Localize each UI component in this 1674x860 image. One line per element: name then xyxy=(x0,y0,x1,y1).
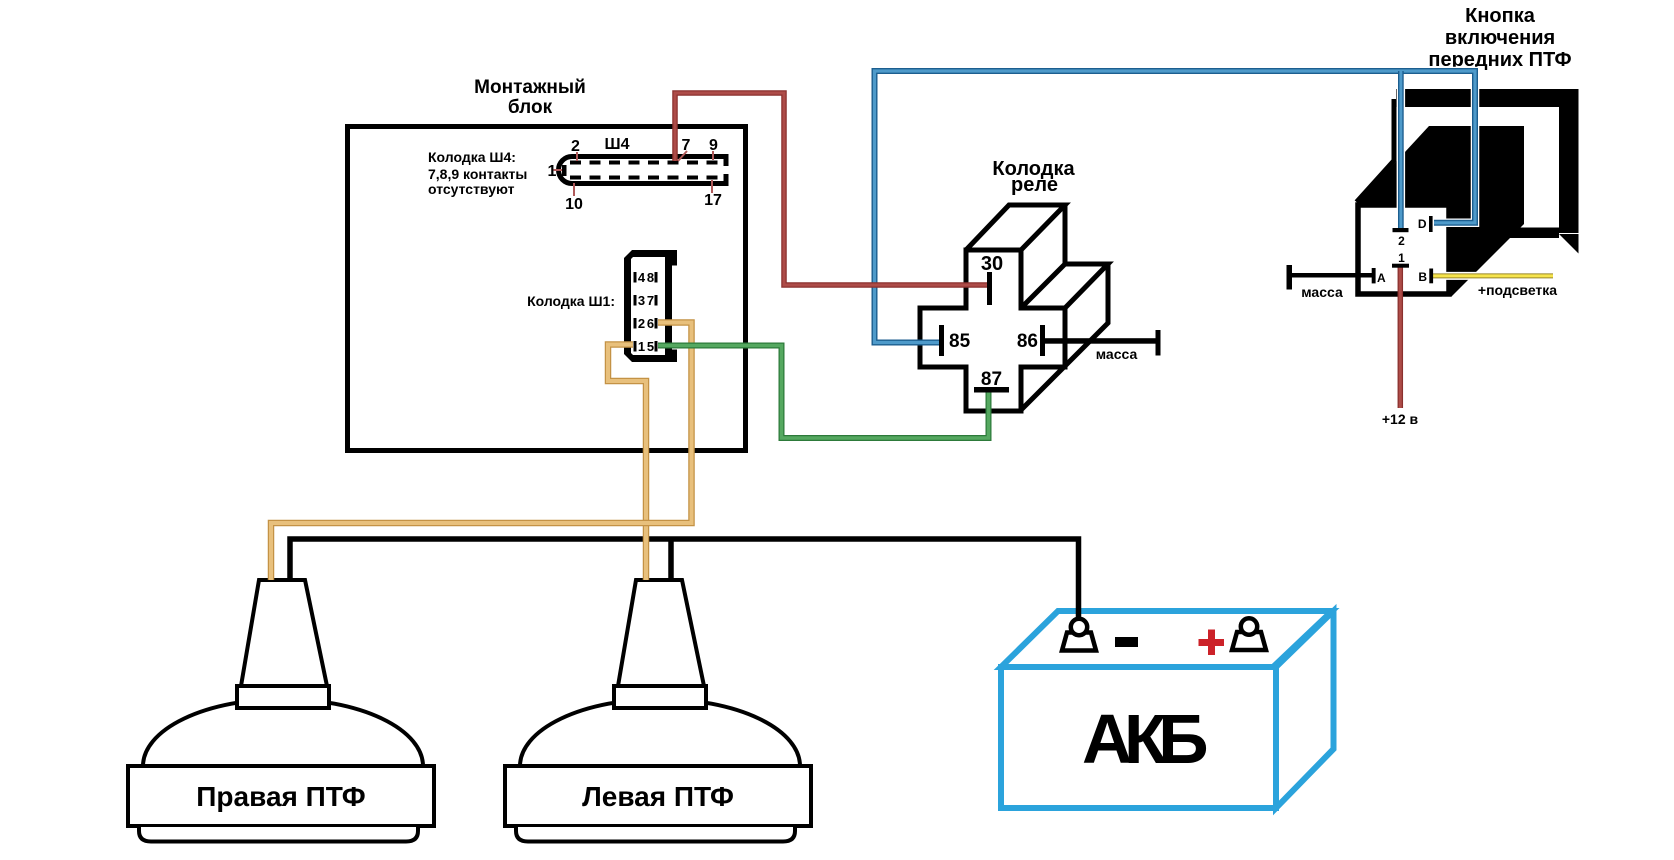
svg-text:масса: масса xyxy=(1301,284,1343,300)
svg-text:отсутствуют: отсутствуют xyxy=(428,181,515,197)
svg-text:реле: реле xyxy=(1011,174,1058,196)
svg-text:17: 17 xyxy=(704,192,722,209)
svg-text:Левая ПТФ: Левая ПТФ xyxy=(582,781,734,812)
svg-text:2: 2 xyxy=(1398,234,1405,248)
svg-text:7: 7 xyxy=(647,293,654,308)
svg-text:Ш4: Ш4 xyxy=(605,136,630,153)
svg-text:7: 7 xyxy=(682,137,691,154)
svg-text:9: 9 xyxy=(709,137,718,154)
svg-text:D: D xyxy=(1418,217,1427,231)
svg-text:АКБ: АКБ xyxy=(1082,700,1206,778)
svg-text:1: 1 xyxy=(548,163,557,180)
svg-text:Колодка Ш4:: Колодка Ш4: xyxy=(428,149,516,165)
svg-text:блок: блок xyxy=(508,97,553,118)
svg-text:+подсветка: +подсветка xyxy=(1478,282,1557,298)
svg-text:10: 10 xyxy=(565,196,583,213)
svg-text:4: 4 xyxy=(638,270,646,285)
svg-text:передних ПТФ: передних ПТФ xyxy=(1428,49,1571,71)
svg-text:+12 в: +12 в xyxy=(1382,411,1419,427)
svg-text:Правая ПТФ: Правая ПТФ xyxy=(196,781,365,812)
svg-text:7,8,9 контакты: 7,8,9 контакты xyxy=(428,166,527,182)
svg-text:6: 6 xyxy=(647,316,654,331)
svg-text:8: 8 xyxy=(647,270,654,285)
svg-text:1: 1 xyxy=(638,339,645,354)
svg-text:86: 86 xyxy=(1017,331,1038,352)
svg-text:87: 87 xyxy=(981,369,1002,390)
svg-text:B: B xyxy=(1418,270,1427,284)
svg-text:включения: включения xyxy=(1445,27,1555,49)
svg-text:85: 85 xyxy=(949,331,971,352)
svg-text:1: 1 xyxy=(1398,251,1405,265)
svg-text:3: 3 xyxy=(638,293,645,308)
svg-text:2: 2 xyxy=(638,316,645,331)
svg-text:Колодка Ш1:: Колодка Ш1: xyxy=(527,293,615,309)
svg-text:2: 2 xyxy=(571,138,580,155)
svg-text:A: A xyxy=(1377,271,1386,285)
svg-text:5: 5 xyxy=(647,339,654,354)
svg-text:Кнопка: Кнопка xyxy=(1465,5,1536,27)
svg-text:30: 30 xyxy=(981,253,1003,275)
svg-text:Монтажный: Монтажный xyxy=(474,77,586,98)
svg-text:Колодка: Колодка xyxy=(992,158,1075,180)
svg-text:масса: масса xyxy=(1096,346,1138,362)
